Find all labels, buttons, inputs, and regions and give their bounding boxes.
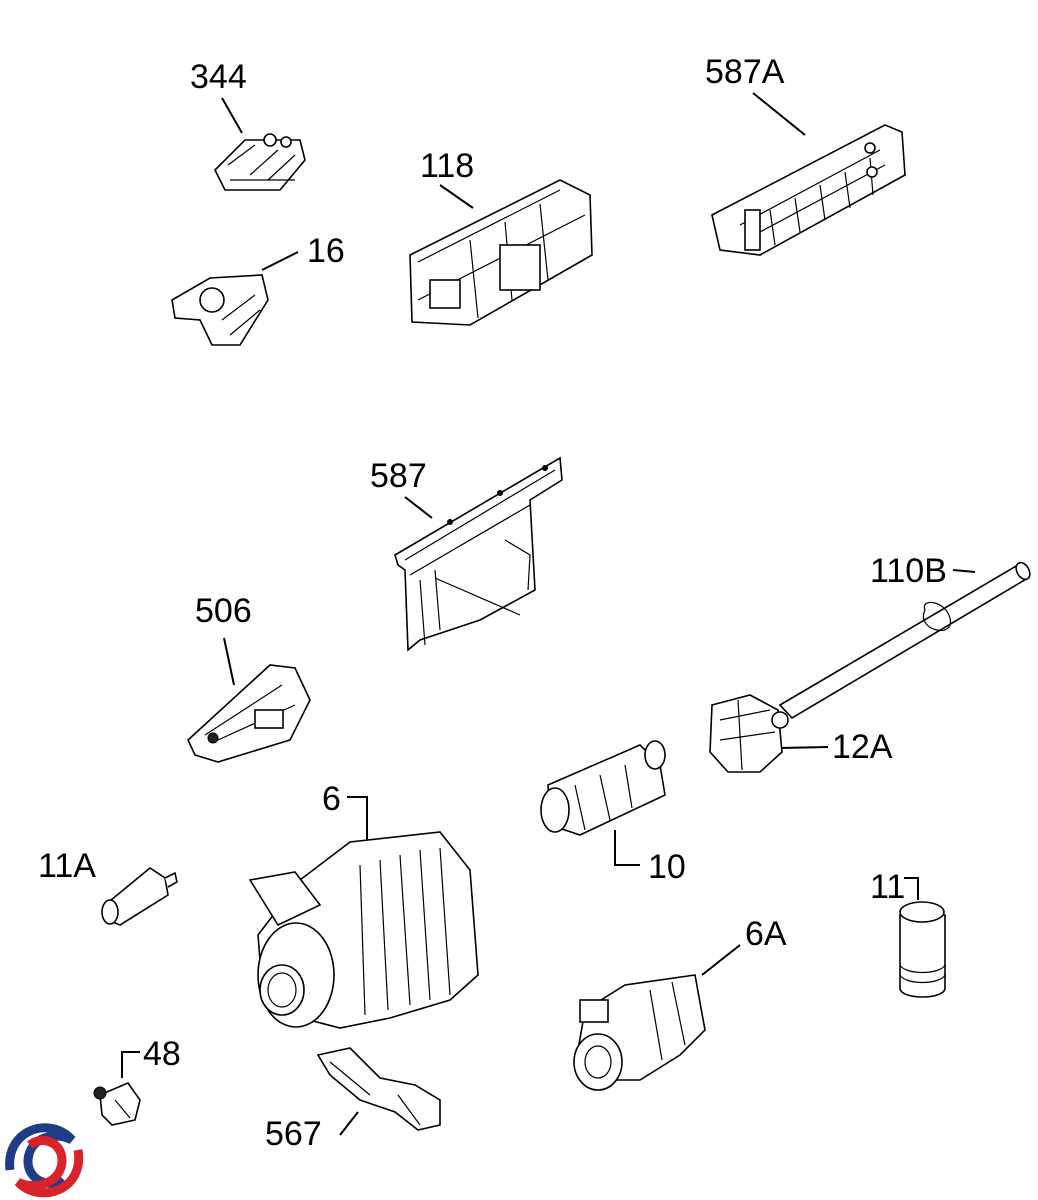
part-567: 567 [265,1047,441,1153]
label-11: 11 [870,868,905,906]
part-587A-drawing [711,124,906,256]
label-567: 567 [265,1115,322,1153]
leader-12A [779,746,829,749]
label-6A: 6A [745,915,787,953]
leader-587A [752,92,806,136]
label-587: 587 [370,457,427,495]
part-6: 6 [248,780,479,1029]
part-506: 506 [187,592,311,763]
label-110B: 110B [870,552,947,590]
label-48: 48 [143,1035,181,1073]
leader-11 [904,877,919,900]
label-11A: 11A [38,847,96,885]
part-12A: 12A [709,694,893,773]
leader-110B [952,569,976,573]
part-12A-drawing [709,694,783,773]
leader-567 [339,1111,359,1136]
part-48: 48 [93,1035,181,1126]
part-587: 587 [370,456,563,652]
part-587A: 587A [705,53,906,256]
part-587-drawing [394,456,563,652]
part-567-drawing [316,1047,441,1131]
part-48-drawing [99,1082,141,1126]
brand-swirl-logo [2,1120,84,1200]
part-11: 11 [870,868,946,998]
label-587A: 587A [705,53,785,91]
leader-6 [347,796,368,842]
part-344: 344 [190,58,306,191]
leader-16 [261,251,299,271]
part-11-drawing [899,914,946,998]
leader-344 [221,97,243,134]
leader-118 [439,184,474,209]
part-118: 118 [409,147,593,326]
part-16: 16 [171,232,345,346]
part-506-drawing [187,664,311,763]
leader-587 [404,496,433,519]
part-110B: 110B [778,552,1031,720]
label-118: 118 [420,147,474,185]
leader-48 [121,1051,140,1078]
label-12A: 12A [832,728,893,766]
label-344: 344 [190,58,247,96]
leader-6A [701,944,741,976]
part-11A: 11A [38,847,178,926]
part-10: 10 [540,740,686,886]
part-6A: 6A [573,915,787,1091]
leader-506 [223,637,235,686]
label-16: 16 [307,232,345,270]
label-6: 6 [322,780,341,818]
part-16-drawing [171,274,269,346]
leader-10 [614,830,640,866]
part-344-drawing [214,139,306,191]
label-10: 10 [648,848,686,886]
label-506: 506 [195,592,252,630]
